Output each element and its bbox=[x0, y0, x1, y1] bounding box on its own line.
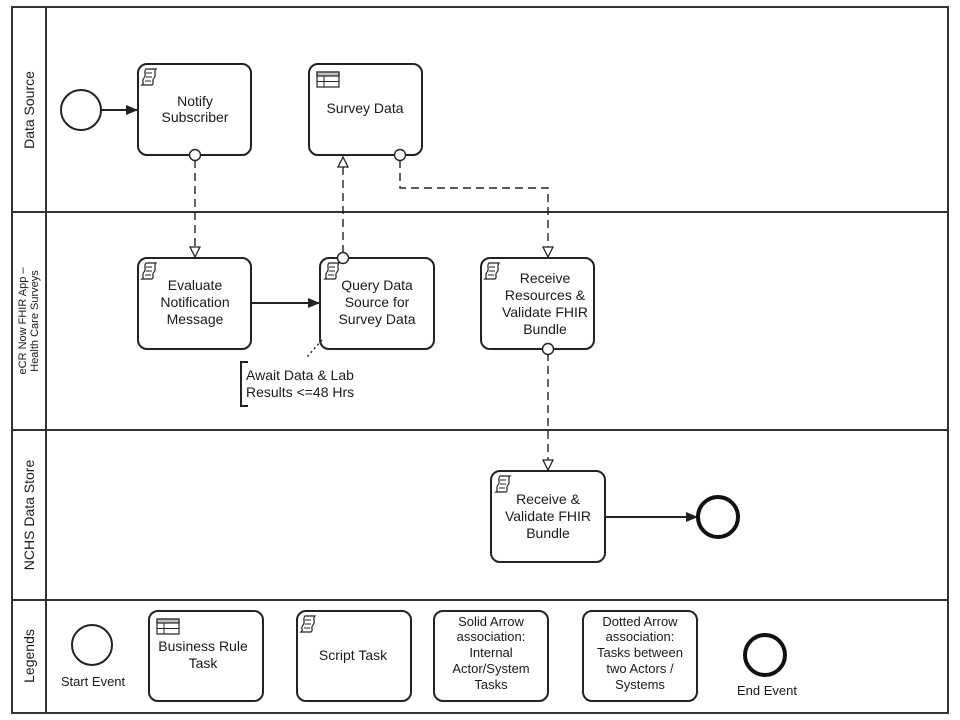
legend-label-line: association: bbox=[606, 629, 675, 644]
task-label-line: Survey Data bbox=[326, 100, 403, 116]
legend-start-event bbox=[71, 624, 113, 666]
task-label-line: Notify bbox=[177, 93, 213, 109]
legend-label-line: Task bbox=[189, 655, 219, 671]
task-label-line: Bundle bbox=[523, 321, 567, 337]
legend-dotted-arrow: Dotted Arrow association: Tasks between … bbox=[582, 610, 698, 702]
port bbox=[541, 342, 555, 356]
task-label-line: Survey Data bbox=[338, 311, 415, 327]
task-query-data-source[interactable]: Query Data Source for Survey Data bbox=[319, 257, 435, 350]
annotation-association bbox=[306, 339, 323, 358]
annotation-line: Results <=48 Hrs bbox=[246, 384, 354, 400]
business-rule-icon bbox=[316, 71, 340, 88]
start-event[interactable] bbox=[60, 89, 102, 131]
lane-label-data-source: Data Source bbox=[21, 71, 37, 149]
task-label-line: Receive & bbox=[516, 491, 580, 507]
legend-business-rule-task: Business Rule Task bbox=[148, 610, 264, 702]
task-label-line: Notification bbox=[160, 294, 229, 310]
port bbox=[188, 148, 202, 162]
legend-label-line: Actor/System bbox=[452, 661, 529, 676]
task-label-line: Resources & bbox=[505, 287, 586, 303]
pool-border bbox=[11, 6, 949, 714]
lane-label-legends: Legends bbox=[21, 629, 37, 683]
script-icon bbox=[494, 475, 512, 493]
pool bbox=[11, 6, 949, 714]
legend-label-line: Script Task bbox=[319, 647, 388, 663]
legend-start-event-label: Start Event bbox=[61, 674, 126, 689]
task-evaluate-notification[interactable]: Evaluate Notification Message bbox=[137, 257, 252, 350]
task-label-line: Receive bbox=[520, 270, 571, 286]
script-icon bbox=[140, 68, 158, 86]
task-label-line: Subscriber bbox=[162, 109, 229, 125]
script-icon bbox=[483, 262, 501, 280]
lane-label-nchs: NCHS Data Store bbox=[21, 460, 37, 571]
flow-survey-to-receive-resources bbox=[399, 160, 548, 257]
legend-solid-arrow: Solid Arrow association: Internal Actor/… bbox=[433, 610, 549, 702]
task-label-line: Validate FHIR bbox=[502, 304, 588, 320]
task-label-line: Evaluate bbox=[168, 277, 223, 293]
task-survey-data[interactable]: Survey Data bbox=[308, 63, 423, 156]
legend-label-line: Internal bbox=[469, 645, 512, 660]
business-rule-icon bbox=[156, 618, 180, 635]
legend-label-line: Systems bbox=[615, 677, 665, 692]
legend-label-line: Tasks bbox=[474, 677, 508, 692]
task-label-line: Bundle bbox=[526, 525, 570, 541]
script-icon bbox=[299, 615, 317, 633]
task-label-line: Query Data bbox=[341, 277, 413, 293]
legend-label-line: Dotted Arrow bbox=[602, 614, 678, 629]
annotation-bracket bbox=[240, 361, 248, 407]
legend-label-line: Business Rule bbox=[158, 638, 248, 654]
legend-end-event bbox=[743, 633, 787, 677]
port bbox=[336, 251, 350, 265]
legend-label-line: Solid Arrow bbox=[458, 614, 524, 629]
legend-label-line: association: bbox=[457, 629, 526, 644]
lane-label-ecr-app-line1: eCR Now FHIR App – bbox=[17, 267, 29, 375]
task-receive-resources[interactable]: Receive Resources & Validate FHIR Bundle bbox=[480, 257, 595, 350]
legend-label-line: two Actors / bbox=[606, 661, 674, 676]
task-label-line: Source for bbox=[345, 294, 410, 310]
script-icon bbox=[323, 262, 341, 280]
task-label-line: Validate FHIR bbox=[505, 508, 591, 524]
task-receive-validate[interactable]: Receive & Validate FHIR Bundle bbox=[490, 470, 606, 563]
script-icon bbox=[140, 262, 158, 280]
legend-script-task: Script Task bbox=[296, 610, 412, 702]
task-notify-subscriber[interactable]: Notify Subscriber bbox=[137, 63, 252, 156]
end-event[interactable] bbox=[696, 495, 740, 539]
legend-end-event-label: End Event bbox=[737, 683, 797, 698]
annotation-line: Await Data & Lab bbox=[246, 367, 354, 383]
lane-label-ecr-app-line2: Health Care Surveys bbox=[29, 270, 41, 372]
legend-label-line: Tasks between bbox=[597, 645, 683, 660]
port bbox=[393, 148, 407, 162]
task-label-line: Message bbox=[167, 311, 224, 327]
